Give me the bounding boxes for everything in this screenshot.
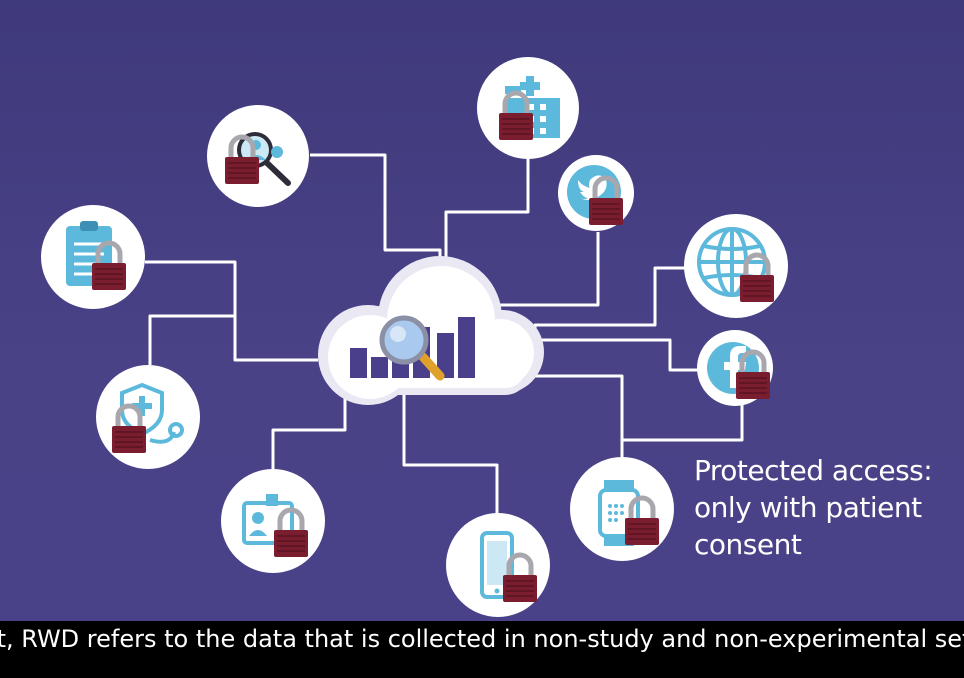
twitter-node [558, 155, 634, 231]
bottom-strip [0, 657, 964, 678]
callout-line-3: consent [694, 528, 802, 561]
line-twitter [495, 232, 600, 307]
id-badge-icon [242, 494, 294, 545]
badge-node [221, 469, 325, 573]
line-medical [148, 314, 235, 365]
search-people-node [207, 105, 309, 207]
callout-line-1: Protected access: [694, 454, 933, 487]
line-search [310, 153, 442, 272]
line-facebook [540, 338, 700, 372]
line-watch-a [528, 374, 624, 468]
clipboard-node [41, 205, 145, 309]
subtitle-text: art, RWD refers to the data that is coll… [0, 625, 964, 653]
facebook-node [697, 330, 773, 406]
line-phone [402, 390, 499, 525]
globe-node [684, 214, 788, 318]
line-watch-b [622, 405, 744, 442]
callout-line-2: only with patient [694, 491, 922, 524]
phone-node [446, 513, 550, 617]
cloud-analytics-icon [318, 256, 544, 405]
magnifier-icon [379, 315, 445, 381]
hospital-node [477, 57, 579, 159]
line-hospital [444, 158, 530, 272]
watch-node [570, 457, 674, 561]
line-badge [271, 385, 347, 480]
subtitle-bar: art, RWD refers to the data that is coll… [0, 621, 964, 657]
medical-node [96, 365, 200, 469]
protected-access-callout: Protected access: only with patient cons… [694, 452, 954, 563]
smartphone-icon [480, 531, 514, 599]
line-clipboard [145, 260, 318, 362]
connection-lines [145, 153, 744, 525]
